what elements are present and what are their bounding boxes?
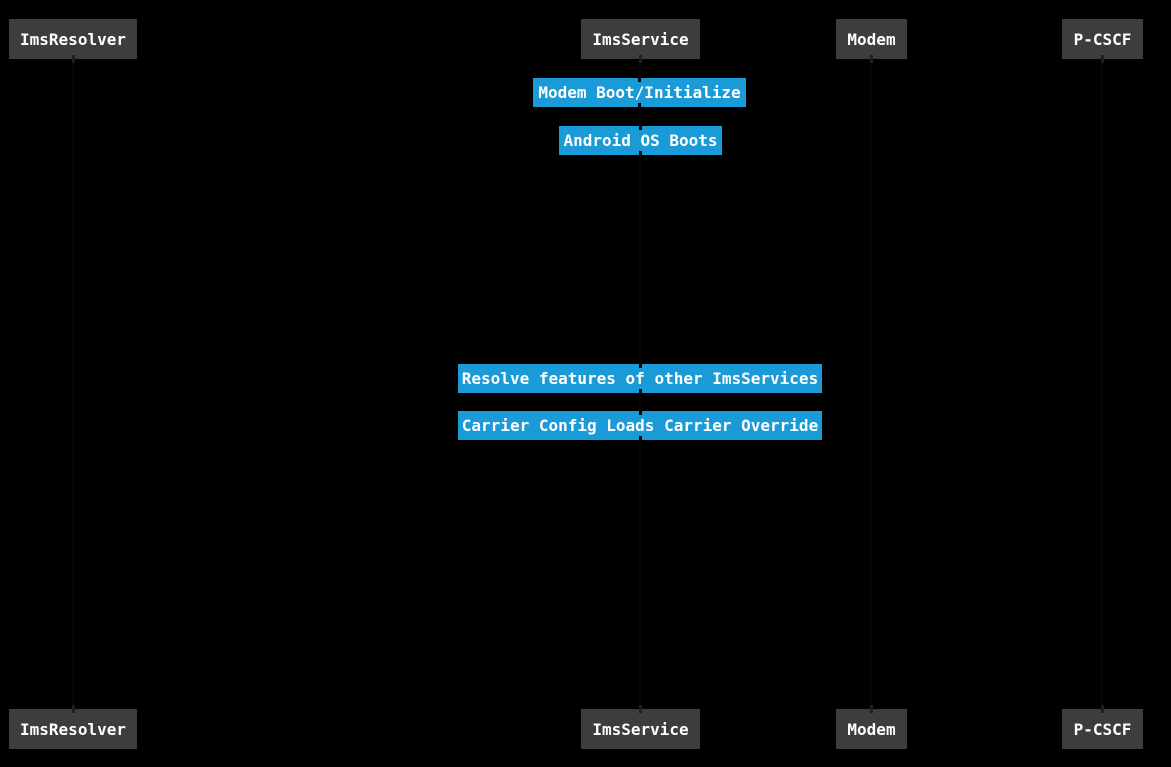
participant-imsresolver-top: ImsResolver	[9, 19, 137, 63]
lifeline-imsresolver	[72, 59, 74, 709]
participant-modem-top: Modem	[836, 19, 907, 63]
participant-imsresolver-bottom: ImsResolver	[9, 705, 137, 749]
lifeline-modem	[870, 59, 872, 709]
participant-modem-bottom: Modem	[836, 705, 907, 749]
note-carrier-config-override: Carrier Config Loads Carrier Override	[458, 409, 822, 442]
note-resolve-features: Resolve features of other ImsServices	[458, 362, 822, 395]
note-modem-boot-initialize: Modem Boot/Initialize	[533, 76, 746, 109]
participant-imsservice-bottom: ImsService	[581, 705, 700, 749]
note-android-os-boots: Android OS Boots	[559, 124, 722, 157]
lifeline-pcscf	[1101, 59, 1103, 709]
participant-imsservice-top: ImsService	[581, 19, 700, 63]
participant-pcscf-top: P-CSCF	[1062, 19, 1143, 63]
participant-pcscf-bottom: P-CSCF	[1062, 705, 1143, 749]
